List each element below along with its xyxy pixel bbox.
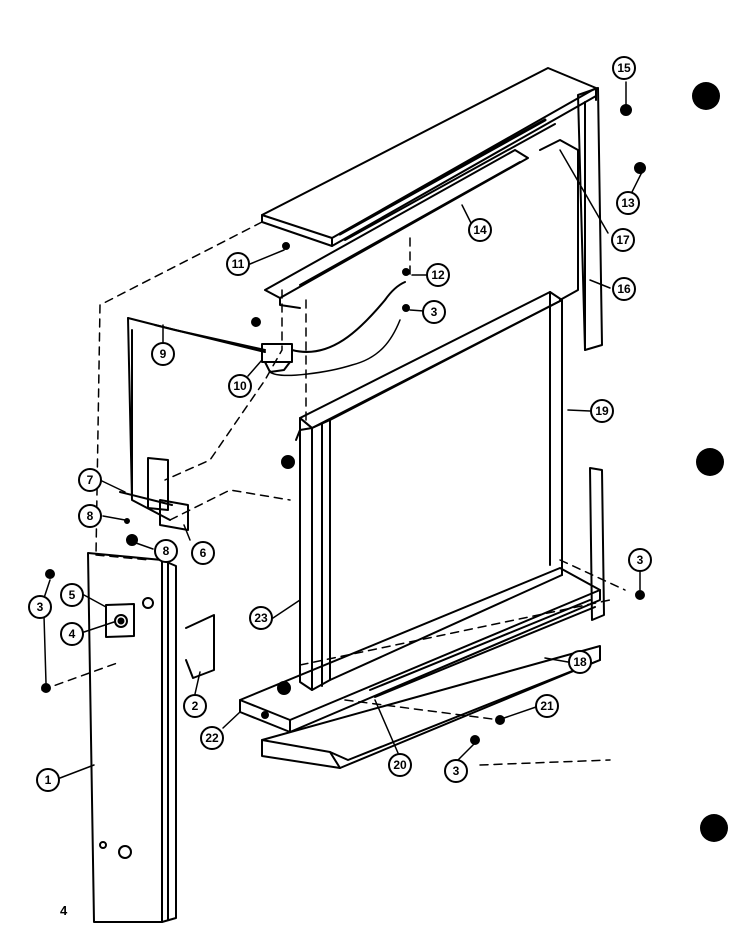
svg-text:10: 10 <box>233 379 247 393</box>
callout-23: 23 <box>249 606 273 630</box>
svg-text:22: 22 <box>205 731 219 745</box>
svg-text:3: 3 <box>637 553 644 567</box>
callout-8a: 8 <box>78 504 102 528</box>
callout-14: 14 <box>468 218 492 242</box>
callout-9: 9 <box>151 342 175 366</box>
callout-11: 11 <box>226 252 250 276</box>
callout-6: 6 <box>191 541 215 565</box>
svg-text:3: 3 <box>453 764 460 778</box>
svg-text:17: 17 <box>616 233 630 247</box>
binder-hole-top <box>692 82 720 110</box>
svg-text:21: 21 <box>540 699 554 713</box>
callout-2: 2 <box>183 694 207 718</box>
callout-3c: 3 <box>628 548 652 572</box>
callout-13: 13 <box>616 191 640 215</box>
callouts: 15 13 17 14 16 11 12 3 9 10 19 7 8 6 8 3… <box>28 56 652 792</box>
svg-text:4: 4 <box>69 627 76 641</box>
callout-3a: 3 <box>422 300 446 324</box>
bracket-assembly <box>119 457 189 531</box>
svg-text:13: 13 <box>621 196 635 210</box>
callout-1: 1 <box>36 768 60 792</box>
svg-text:8: 8 <box>163 544 170 558</box>
svg-text:18: 18 <box>573 655 587 669</box>
callout-5: 5 <box>60 583 84 607</box>
screws <box>41 104 646 745</box>
svg-text:3: 3 <box>37 600 44 614</box>
callout-8b: 8 <box>154 539 178 563</box>
svg-text:11: 11 <box>232 257 245 271</box>
binder-hole-bottom <box>700 814 728 842</box>
control-panel <box>87 552 177 923</box>
cover-plate <box>185 614 215 679</box>
callout-21: 21 <box>535 694 559 718</box>
base-pan <box>239 567 601 769</box>
cabinet-top-panel <box>261 67 597 247</box>
svg-text:16: 16 <box>617 282 631 296</box>
svg-text:8: 8 <box>87 509 94 523</box>
switch-plate <box>105 603 135 638</box>
callout-10: 10 <box>228 374 252 398</box>
svg-text:5: 5 <box>69 588 76 602</box>
thermostat <box>261 281 406 377</box>
callout-22: 22 <box>200 726 224 750</box>
upper-rail <box>264 149 529 309</box>
binder-holes <box>692 82 728 842</box>
callout-17: 17 <box>611 228 635 252</box>
page-number: 4 <box>60 903 68 918</box>
svg-text:15: 15 <box>617 61 631 75</box>
svg-text:20: 20 <box>393 758 407 772</box>
leader-lines <box>43 81 643 779</box>
right-side-frame <box>539 87 605 621</box>
svg-text:7: 7 <box>87 473 94 487</box>
callout-4: 4 <box>60 622 84 646</box>
callout-7: 7 <box>78 468 102 492</box>
condenser-coil <box>295 291 563 691</box>
callout-15: 15 <box>612 56 636 80</box>
svg-text:2: 2 <box>192 699 199 713</box>
svg-text:9: 9 <box>160 347 167 361</box>
phantom-lines <box>41 221 626 766</box>
callout-3b: 3 <box>28 595 52 619</box>
svg-text:23: 23 <box>254 611 268 625</box>
svg-text:19: 19 <box>595 404 609 418</box>
svg-text:12: 12 <box>431 268 445 282</box>
bottom-rail <box>369 599 596 698</box>
svg-text:6: 6 <box>200 546 207 560</box>
callout-18: 18 <box>568 650 592 674</box>
callout-16: 16 <box>612 277 636 301</box>
callout-19: 19 <box>590 399 614 423</box>
svg-text:1: 1 <box>45 773 52 787</box>
svg-text:3: 3 <box>431 305 438 319</box>
callout-12: 12 <box>426 263 450 287</box>
svg-text:14: 14 <box>473 223 487 237</box>
callout-3d: 3 <box>444 759 468 783</box>
binder-hole-middle <box>696 448 724 476</box>
callout-20: 20 <box>388 753 412 777</box>
